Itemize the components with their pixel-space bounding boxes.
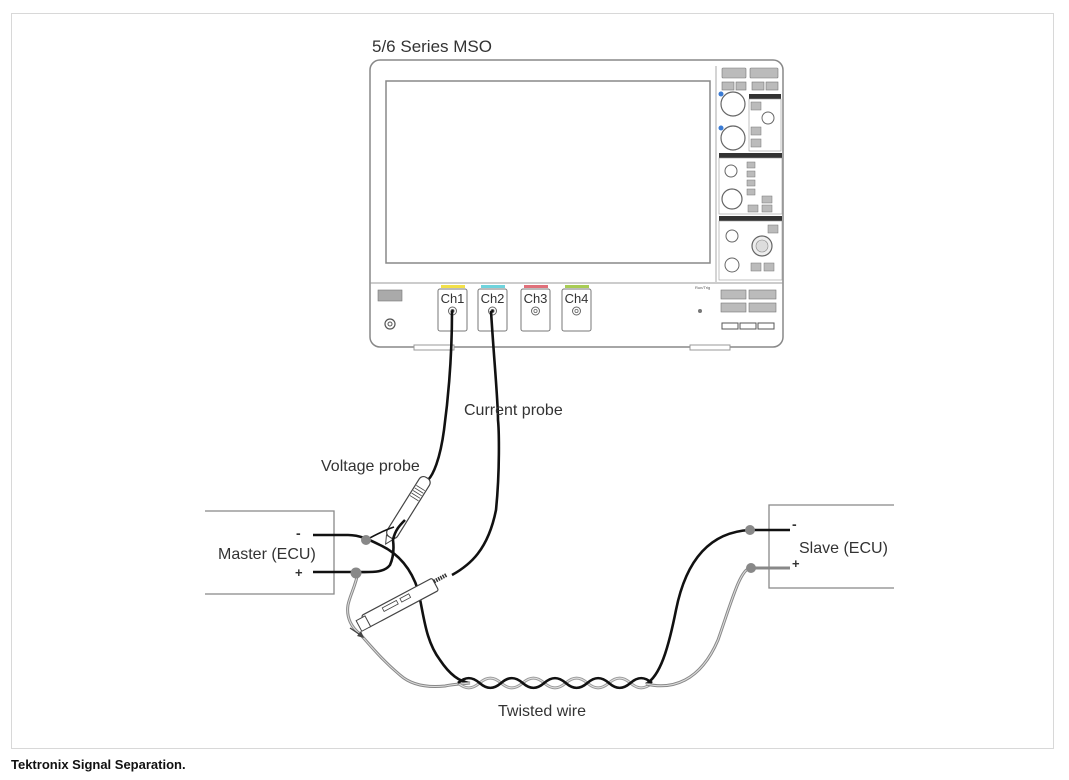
panel-button[interactable] xyxy=(765,81,779,91)
current-probe-cable xyxy=(451,310,501,577)
panel-button[interactable] xyxy=(735,81,747,91)
aux-trig-connector[interactable] xyxy=(698,309,702,313)
channel-label: Ch1 xyxy=(441,291,465,306)
oscilloscope: Ch1 Ch2 Ch3 Ch4 Run/Trig xyxy=(369,59,784,351)
panel-button[interactable] xyxy=(750,262,762,272)
master-plus-tap-point xyxy=(350,567,362,579)
auto-button[interactable] xyxy=(720,302,747,313)
run-stop-button[interactable] xyxy=(720,289,747,300)
slave-ecu: Slave (ECU) - + xyxy=(768,504,894,589)
channel-label: Ch4 xyxy=(565,291,589,306)
bnc-pin xyxy=(533,308,538,313)
aux-buttons[interactable] xyxy=(377,289,403,302)
scope-foot-left xyxy=(413,344,455,351)
horizontal-position-knob[interactable] xyxy=(725,229,739,243)
default-button[interactable] xyxy=(748,302,777,313)
voltage-probe xyxy=(385,475,431,545)
single-seq-button[interactable] xyxy=(748,289,777,300)
usb-port[interactable] xyxy=(757,322,775,330)
slave-plus-terminal: + xyxy=(792,556,800,571)
channel-color-bar xyxy=(524,285,548,288)
channel-input-ch3[interactable]: Ch3 xyxy=(520,285,551,332)
control-panel xyxy=(715,66,783,282)
channel-color-bar xyxy=(481,285,505,288)
channel-label: Ch2 xyxy=(481,291,505,306)
channel-input-ch2[interactable]: Ch2 xyxy=(477,285,508,332)
vertical-position-knob[interactable] xyxy=(724,164,738,178)
run-trig-label: Run/Trig xyxy=(695,285,710,290)
slave-minus-wire xyxy=(645,528,790,686)
channel-label: Ch3 xyxy=(524,291,548,306)
panel-button[interactable] xyxy=(721,81,735,91)
power-button[interactable] xyxy=(384,318,396,330)
touch-off-button[interactable] xyxy=(721,67,747,79)
arrow-head-icon xyxy=(357,631,364,638)
panel-button[interactable] xyxy=(750,138,762,148)
twisted-strand-minus xyxy=(457,676,653,690)
weight-button[interactable] xyxy=(749,67,779,79)
master-plus-terminal: + xyxy=(295,565,303,580)
knob-b-indicator xyxy=(718,125,724,131)
current-probe-clamp xyxy=(355,573,448,632)
master-ecu-label: Master (ECU) xyxy=(218,546,316,563)
panel-button[interactable] xyxy=(767,224,779,234)
panel-button[interactable] xyxy=(751,81,765,91)
panel-button[interactable] xyxy=(746,170,756,178)
panel-button[interactable] xyxy=(761,195,773,204)
panel-button[interactable] xyxy=(746,179,756,187)
usb-port[interactable] xyxy=(739,322,757,330)
horizontal-scale-knob[interactable] xyxy=(724,257,740,273)
usb-port[interactable] xyxy=(721,322,739,330)
voltage-probe-ground-lead xyxy=(313,519,406,574)
slave-minus-terminal: - xyxy=(792,516,797,532)
vertical-section-header xyxy=(719,153,782,158)
horizontal-section-header xyxy=(719,216,782,221)
figure-caption: Tektronix Signal Separation. xyxy=(11,757,186,772)
slave-plus-wire-highlight xyxy=(645,567,751,687)
slave-plus-tap-point xyxy=(746,563,756,573)
channel-color-bar xyxy=(441,285,465,288)
voltage-probe-label: Voltage probe xyxy=(321,458,420,475)
vertical-scale-knob[interactable] xyxy=(721,188,743,210)
panel-button[interactable] xyxy=(750,101,762,111)
panel-button[interactable] xyxy=(761,204,773,213)
bnc-pin xyxy=(574,308,579,313)
panel-button[interactable] xyxy=(746,188,756,196)
current-probe-label: Current probe xyxy=(464,402,563,419)
slave-ecu-label: Slave (ECU) xyxy=(799,540,888,557)
master-plus-wire-highlight xyxy=(347,571,471,687)
scope-foot-right xyxy=(689,344,731,351)
panel-button[interactable] xyxy=(750,126,762,136)
voltage-probe-cable xyxy=(427,310,454,481)
master-minus-terminal: - xyxy=(296,525,301,541)
trigger-section-header xyxy=(749,94,781,99)
trigger-level-knob[interactable] xyxy=(761,111,775,125)
knob-a-indicator xyxy=(718,91,724,97)
twisted-wire-label: Twisted wire xyxy=(498,703,586,720)
panel-button[interactable] xyxy=(763,262,775,272)
panel-button[interactable] xyxy=(746,161,756,169)
master-minus-tap-point xyxy=(361,535,371,545)
channel-color-bar xyxy=(565,285,589,288)
twisted-strand-plus-highlight xyxy=(457,677,653,689)
master-ecu: Master (ECU) - + xyxy=(205,510,335,595)
slave-minus-tap-point xyxy=(745,525,755,535)
twisted-wire xyxy=(457,676,653,690)
panel-button[interactable] xyxy=(747,204,759,213)
multipurpose-knob-b[interactable] xyxy=(720,125,746,151)
channel-input-ch4[interactable]: Ch4 xyxy=(561,285,592,332)
multipurpose-knob-a[interactable] xyxy=(720,91,746,117)
scope-title: 5/6 Series MSO xyxy=(372,37,492,56)
scope-display xyxy=(385,80,711,264)
